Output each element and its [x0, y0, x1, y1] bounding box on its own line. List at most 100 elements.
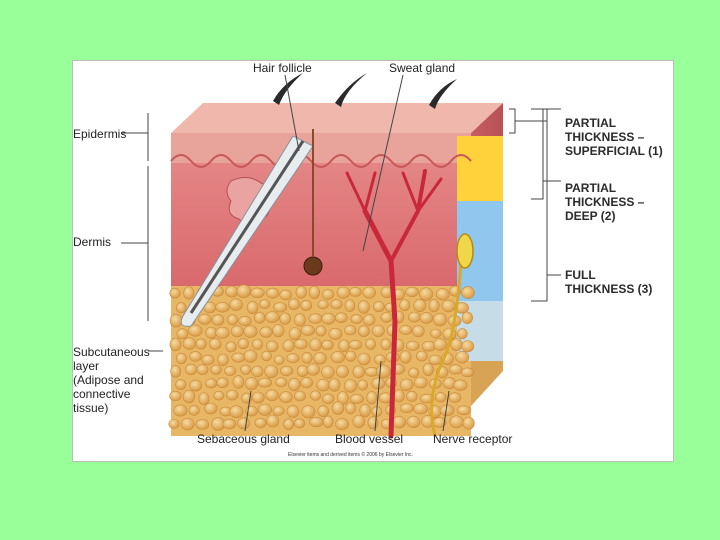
fat-cell [293, 338, 308, 350]
fat-cell [300, 299, 313, 311]
fat-cell [170, 364, 182, 378]
fat-cell [455, 350, 470, 364]
fat-cell [461, 311, 473, 324]
fat-cell [308, 313, 323, 324]
fat-cell [456, 328, 468, 340]
fat-cell [453, 379, 468, 391]
skin-cross-section [121, 73, 561, 439]
fat-cell [380, 312, 393, 323]
superficial-line-2: THICKNESS – [565, 130, 645, 144]
fat-cell [288, 327, 302, 341]
fat-cell [231, 352, 246, 363]
fat-cell [330, 351, 345, 364]
fat-cell [175, 352, 187, 365]
fat-cell [433, 338, 448, 351]
fat-cell [393, 389, 405, 403]
fat-cell [230, 325, 244, 338]
fat-cell [399, 324, 413, 335]
label-blood-vessel: Blood vessel [335, 432, 404, 446]
fat-cell [301, 405, 316, 419]
fat-cell [280, 365, 294, 377]
fat-cell [419, 312, 434, 324]
nerve-receptor-corpuscle [456, 233, 474, 269]
fat-cell [189, 351, 202, 362]
dermal-papillae [170, 154, 472, 168]
skin-diagram-figure: Hair follicle Sweat gland Epidermis Derm… [72, 60, 674, 462]
fat-cell [322, 415, 334, 428]
fat-cell [362, 286, 376, 299]
fat-cell [317, 405, 329, 417]
fat-cell [309, 338, 322, 352]
fat-cell [428, 299, 440, 313]
fat-cell [213, 390, 225, 401]
fat-cell [286, 405, 300, 418]
fat-cell [300, 324, 315, 336]
label-hair-follicle: Hair follicle [253, 61, 312, 75]
fat-cell [261, 350, 272, 362]
fat-cell [310, 390, 321, 401]
fat-cell [365, 338, 376, 350]
fat-cell [169, 287, 181, 299]
fat-cell [430, 328, 442, 339]
fat-cell [217, 353, 229, 366]
fat-cell [348, 339, 363, 350]
depth-superficial-label: PARTIAL THICKNESS – SUPERFICIAL (1) [565, 116, 663, 158]
fat-cell [204, 402, 218, 415]
fat-cell [434, 392, 447, 403]
fat-cell [357, 352, 371, 366]
fat-cell [251, 365, 264, 378]
fat-cell [316, 378, 331, 392]
label-epidermis: Epidermis [73, 127, 127, 141]
subcutaneous-line-5: tissue) [73, 401, 109, 415]
fat-cell [419, 287, 434, 301]
fat-cell [266, 287, 280, 299]
depth-full-label: FULL THICKNESS (3) [565, 268, 652, 296]
fat-cell [169, 390, 182, 402]
fat-cell [215, 301, 230, 313]
fat-cell [306, 363, 320, 376]
full-line-1: FULL [565, 268, 596, 282]
fat-cell [344, 325, 357, 336]
fat-cell [313, 352, 327, 365]
fat-cell [350, 314, 363, 324]
fat-cell [188, 405, 200, 416]
fat-cell [236, 284, 251, 298]
copyright-notice: Elsevier items and derived items © 2006 … [288, 452, 413, 458]
skin-surface [171, 103, 503, 133]
fat-cell [254, 417, 267, 428]
fat-cell [169, 313, 183, 328]
subcutaneous-line-2: layer [73, 359, 100, 373]
fat-cell [180, 417, 195, 431]
fat-cell [173, 404, 188, 417]
fat-cell [250, 287, 265, 299]
fat-cell [376, 364, 391, 379]
label-subcutaneous: Subcutaneous layer (Adipose and connecti… [73, 345, 150, 415]
fat-cell [449, 415, 464, 429]
fat-cell [296, 365, 309, 377]
fat-cell [286, 353, 300, 364]
fat-cell [273, 355, 285, 365]
fat-cell [344, 299, 356, 312]
fat-cell [334, 312, 348, 324]
fat-cell [343, 379, 358, 393]
fat-cell [399, 378, 414, 392]
fat-cell [399, 403, 414, 413]
fat-cell [222, 418, 237, 430]
fat-cell [336, 286, 351, 299]
fat-cell [188, 324, 203, 337]
fat-cell [391, 415, 407, 429]
fat-cell [243, 325, 258, 338]
fat-cell [184, 363, 198, 376]
fat-cell [225, 285, 239, 298]
fat-cell [288, 298, 300, 310]
fat-cell [399, 299, 411, 312]
fat-cell [224, 365, 237, 376]
fat-cell [373, 301, 385, 313]
subcutaneous-line-4: connective [73, 387, 131, 401]
full-line-2: THICKNESS (3) [565, 282, 653, 296]
fat-cell [266, 414, 280, 428]
fat-cell [432, 312, 448, 327]
deep-line-1: PARTIAL [565, 181, 617, 195]
fat-cell [232, 375, 245, 389]
sweat-gland-coil [303, 256, 323, 276]
